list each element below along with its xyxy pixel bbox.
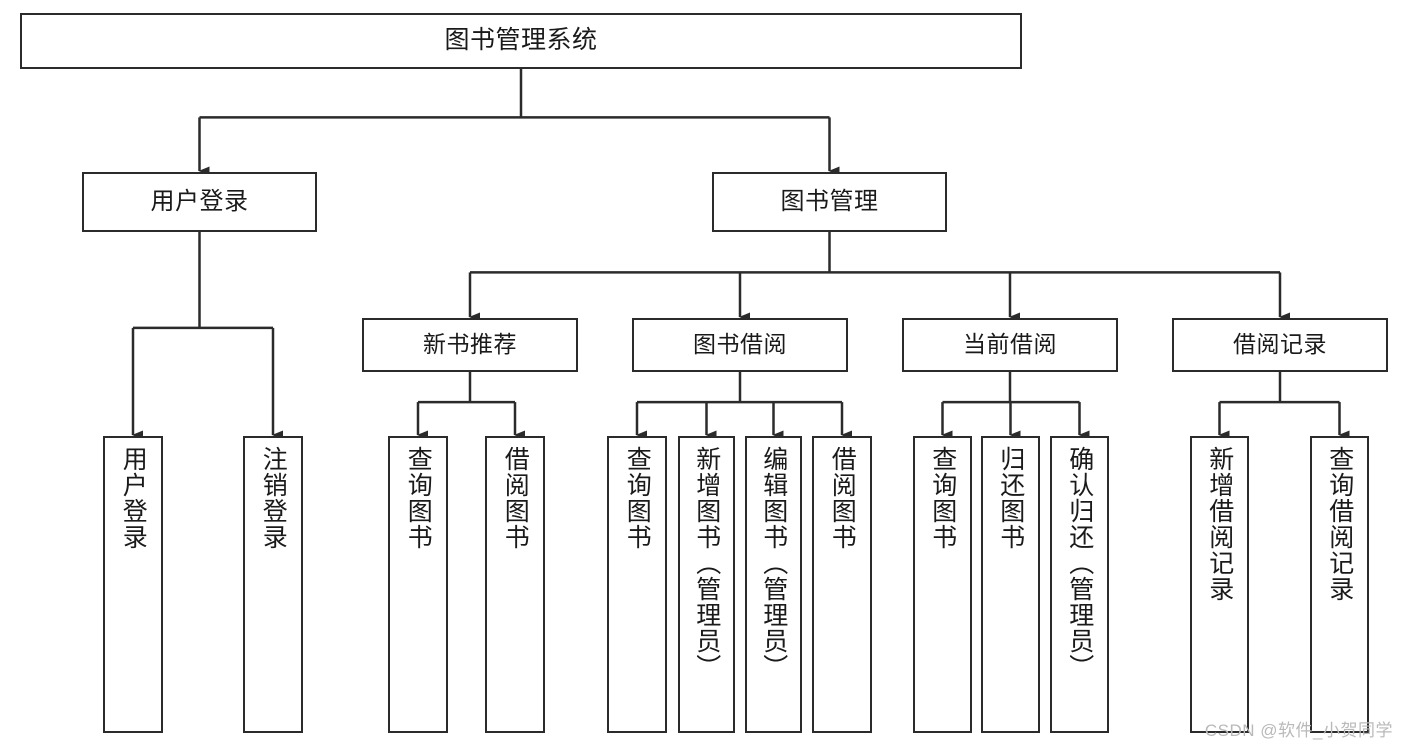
node-bookmgmt[interactable]: 图书管理 xyxy=(712,172,947,232)
node-leaf-nb-borrow[interactable]: 借阅图书 xyxy=(485,436,545,733)
node-leaf-bo-borrow[interactable]: 借阅图书 xyxy=(812,436,872,733)
node-leaf-cu-query[interactable]: 查询图书 xyxy=(913,436,972,733)
node-leaf-rc-add[interactable]: 新增借阅记录 xyxy=(1190,436,1249,733)
node-current[interactable]: 当前借阅 xyxy=(902,318,1118,372)
node-leaf-nb-query[interactable]: 查询图书 xyxy=(388,436,448,733)
node-leaf-user-login[interactable]: 用户登录 xyxy=(103,436,163,733)
node-borrow[interactable]: 图书借阅 xyxy=(632,318,848,372)
node-label: 确认归还（管理员） xyxy=(1065,446,1094,680)
node-label: 新书推荐 xyxy=(423,331,517,358)
edge-paths xyxy=(131,69,1350,440)
csdn-watermark: CSDN @软件_小贺同学 xyxy=(1204,721,1393,740)
node-label: 用户登录 xyxy=(150,187,249,215)
node-label: 图书借阅 xyxy=(693,331,787,358)
node-root[interactable]: 图书管理系统 xyxy=(20,13,1022,69)
node-label: 查询图书 xyxy=(404,446,433,550)
node-leaf-cu-return[interactable]: 归还图书 xyxy=(981,436,1040,733)
node-label: 用户登录 xyxy=(119,446,148,550)
node-newbook[interactable]: 新书推荐 xyxy=(362,318,578,372)
node-leaf-cu-confirm[interactable]: 确认归还（管理员） xyxy=(1050,436,1109,733)
node-records[interactable]: 借阅记录 xyxy=(1172,318,1388,372)
node-label: 查询图书 xyxy=(928,446,957,550)
node-label: 借阅记录 xyxy=(1233,331,1327,358)
node-label: 新增图书（管理员） xyxy=(692,446,721,680)
node-label: 借阅图书 xyxy=(501,446,530,550)
node-label: 查询借阅记录 xyxy=(1325,446,1354,602)
node-leaf-bo-query[interactable]: 查询图书 xyxy=(607,436,667,733)
node-leaf-user-logout[interactable]: 注销登录 xyxy=(243,436,303,733)
node-label: 借阅图书 xyxy=(828,446,857,550)
node-label: 注销登录 xyxy=(259,446,288,550)
node-label: 当前借阅 xyxy=(963,331,1057,358)
node-leaf-bo-add[interactable]: 新增图书（管理员） xyxy=(678,436,735,733)
node-label: 编辑图书（管理员） xyxy=(759,446,788,680)
node-leaf-rc-query[interactable]: 查询借阅记录 xyxy=(1310,436,1369,733)
node-label: 查询图书 xyxy=(623,446,652,550)
node-login[interactable]: 用户登录 xyxy=(82,172,317,232)
node-label: 图书管理 xyxy=(780,187,879,215)
node-leaf-bo-edit[interactable]: 编辑图书（管理员） xyxy=(745,436,802,733)
node-label: 新增借阅记录 xyxy=(1205,446,1234,602)
node-label: 归还图书 xyxy=(996,446,1025,550)
node-label: 图书管理系统 xyxy=(444,26,598,55)
